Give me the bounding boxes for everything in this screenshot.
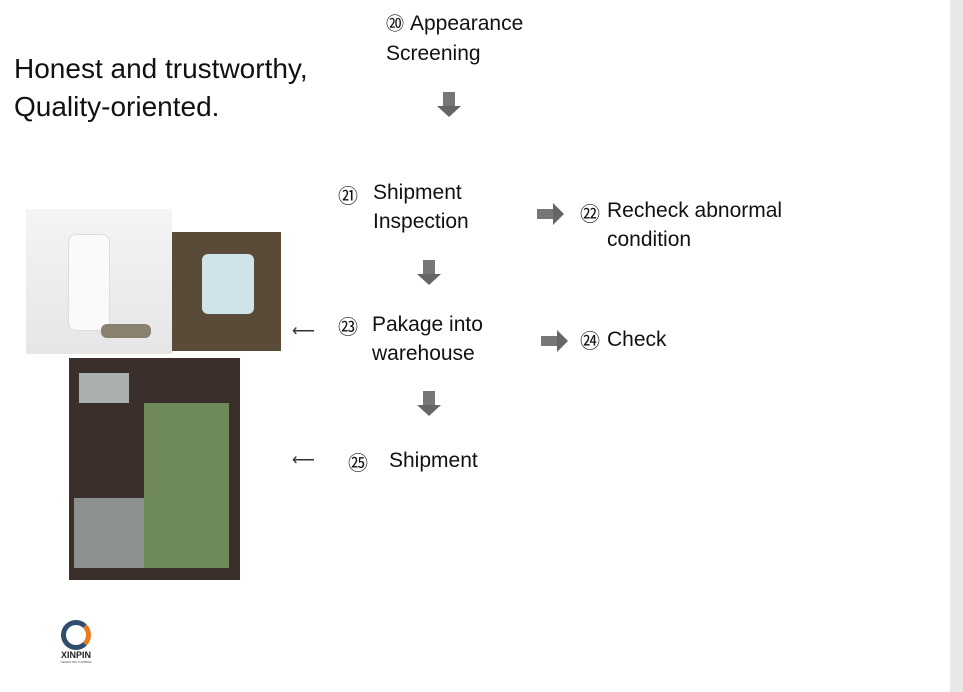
step-number: ㉕ bbox=[348, 453, 368, 475]
shipment-scale-photo bbox=[69, 358, 240, 580]
product-bottle-photo bbox=[26, 209, 172, 354]
slogan-line2: Quality-oriented. bbox=[14, 91, 220, 122]
down-arrow-icon bbox=[417, 260, 441, 285]
step-number: ㉔ bbox=[580, 331, 600, 353]
step-number: ㉓ bbox=[338, 317, 358, 339]
slogan: Honest and trustworthy, Quality-oriented… bbox=[14, 50, 308, 126]
logo-sub: CEMENTED CARBIDE bbox=[60, 660, 92, 664]
step-number: ⑳ bbox=[386, 14, 404, 34]
slogan-line1: Honest and trustworthy, bbox=[14, 53, 308, 84]
step-25: Shipment bbox=[389, 449, 478, 472]
right-arrow-icon bbox=[537, 203, 564, 225]
down-arrow-icon bbox=[437, 92, 461, 117]
down-arrow-icon bbox=[417, 391, 441, 416]
logo: XINPIN CEMENTED CARBIDE bbox=[54, 620, 98, 664]
step-number: ㉑ bbox=[338, 186, 358, 208]
logo-gear-icon bbox=[61, 620, 91, 650]
left-arrow-icon: ⟵ bbox=[292, 323, 315, 340]
right-arrow-icon bbox=[541, 330, 568, 352]
step-number: ㉒ bbox=[580, 204, 600, 226]
right-edge bbox=[950, 0, 963, 692]
step-24: Check bbox=[607, 328, 667, 351]
packed-box-photo bbox=[172, 232, 281, 351]
logo-name: XINPIN bbox=[60, 650, 91, 660]
left-arrow-icon: ⟵ bbox=[292, 452, 315, 469]
